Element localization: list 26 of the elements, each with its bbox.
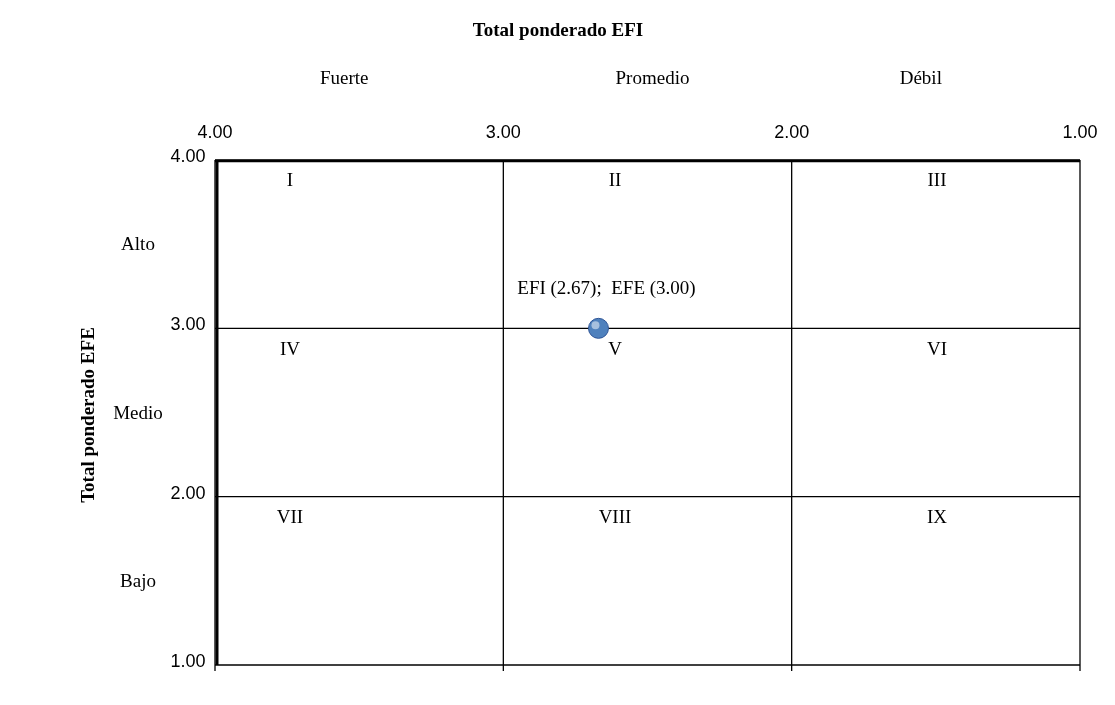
data-annotation: EFI (2.67); EFE (3.00) xyxy=(517,277,696,300)
tick-label: 3.00 xyxy=(485,121,521,143)
zone-number: IX xyxy=(926,505,948,528)
row-label: Medio xyxy=(113,401,163,424)
row-label: Bajo xyxy=(120,569,156,592)
tick-label: 3.00 xyxy=(170,313,206,335)
zone-number: II xyxy=(608,169,622,192)
column-label: Promedio xyxy=(615,67,690,89)
zone-number: VIII xyxy=(598,505,632,528)
zone-number: VI xyxy=(926,337,948,360)
tick-label: 1.00 xyxy=(170,650,206,672)
zone-number: IV xyxy=(279,337,301,360)
axis-title: Total ponderado EFI xyxy=(472,19,644,41)
zone-number: VII xyxy=(276,505,304,528)
column-label: Fuerte xyxy=(319,67,369,89)
tick-label: 4.00 xyxy=(170,145,206,167)
tick-label: 1.00 xyxy=(1062,121,1098,143)
tick-label: 4.00 xyxy=(197,121,233,143)
column-label: Débil xyxy=(899,67,942,89)
zone-number: III xyxy=(927,169,947,192)
tick-label: 2.00 xyxy=(170,482,206,504)
row-label: Alto xyxy=(121,233,155,256)
zone-number: V xyxy=(608,337,622,360)
tick-label: 2.00 xyxy=(774,121,810,143)
zone-number: I xyxy=(286,169,294,192)
axis-title: Total ponderado EFE xyxy=(77,327,99,503)
